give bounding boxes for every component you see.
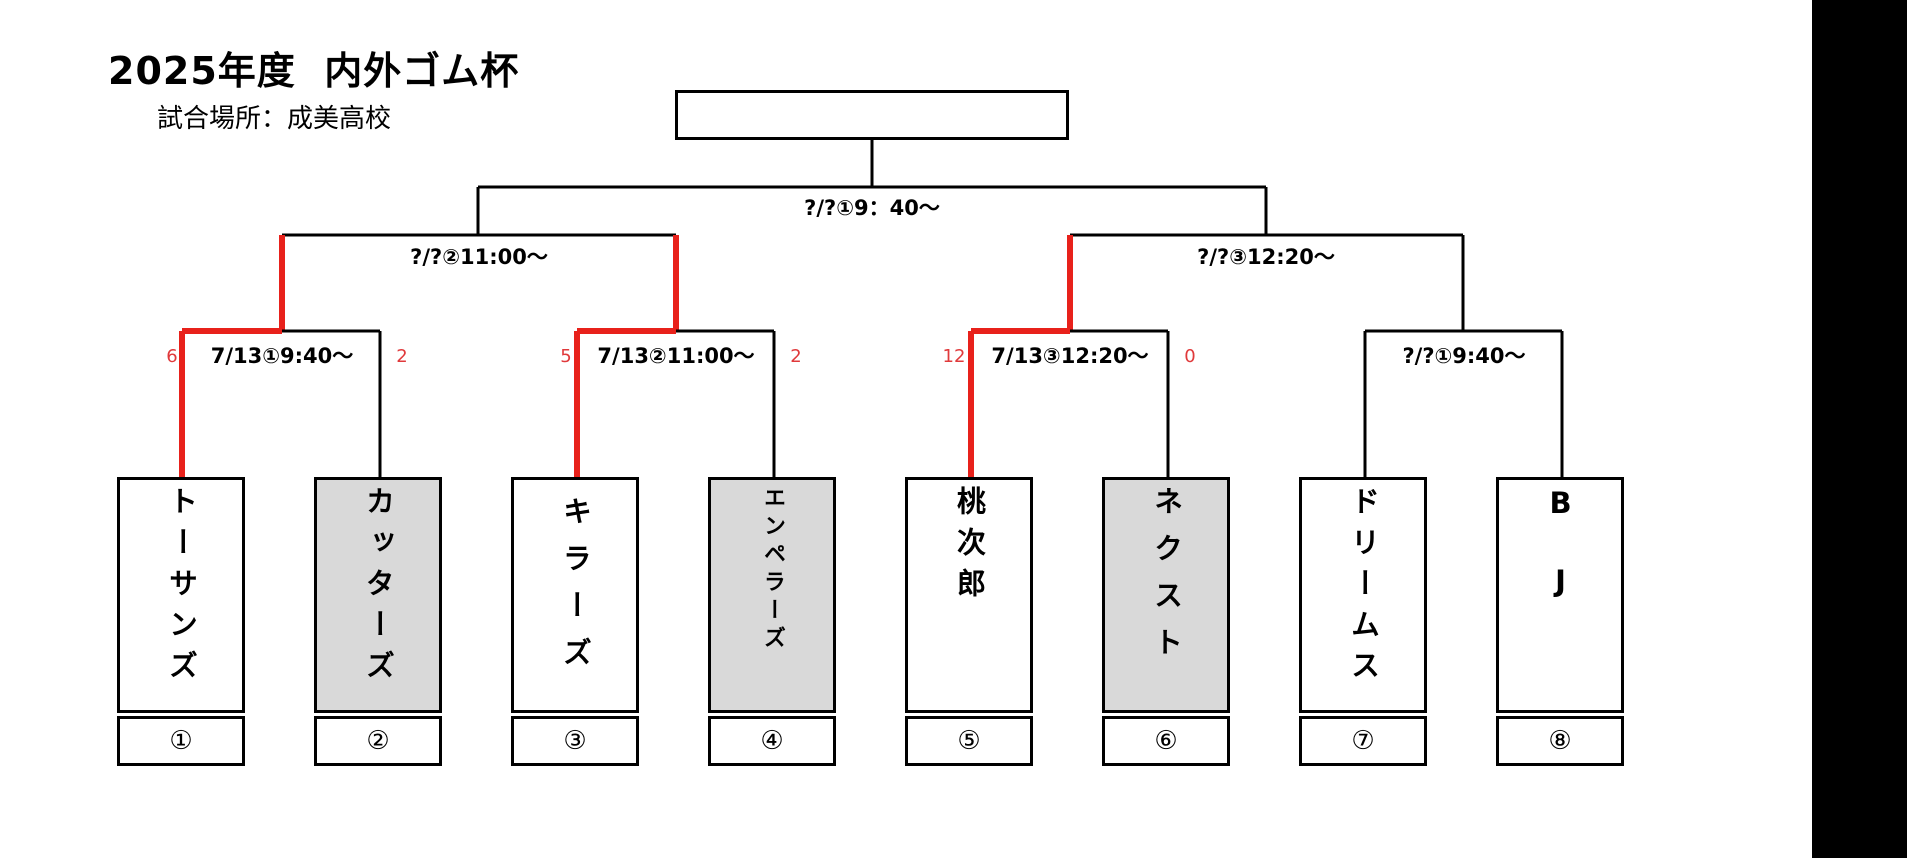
team-box-2: カッターズ [314, 477, 442, 713]
team-number-4: ④ [708, 716, 836, 766]
team-name: トーサンズ [164, 486, 199, 691]
team-number-1: ① [117, 716, 245, 766]
team-box-5: 桃次郎 [905, 477, 1033, 713]
team-number-6: ⑥ [1102, 716, 1230, 766]
team-number-8: ⑧ [1496, 716, 1624, 766]
round1-match-3-label: 7/13③12:20～ [989, 344, 1151, 368]
team-box-6: ネクスト [1102, 477, 1230, 713]
final-label: ?/?①9：40～ [802, 196, 942, 220]
team-name: ネクスト [1149, 486, 1184, 674]
viewer-side-bar [1812, 0, 1907, 858]
score-team-6: 0 [1184, 346, 1196, 367]
bracket-sheet: 2025年度 内外ゴム杯 試合場所：成美高校 [108, 49, 1624, 766]
page-title: 2025年度 内外ゴム杯 [108, 49, 520, 93]
bracket-lines [179, 140, 1564, 478]
score-team-1: 6 [166, 346, 178, 367]
semifinal-1-label: ?/?②11:00～ [408, 245, 550, 269]
semifinal-2-label: ?/?③12:20～ [1195, 245, 1337, 269]
team-number-7: ⑦ [1299, 716, 1427, 766]
team-box-3: キラーズ [511, 477, 639, 713]
team-box-4: エンペラーズ [708, 477, 836, 713]
round1-match-2-label: 7/13②11:00～ [595, 344, 757, 368]
team-name: カッターズ [361, 486, 396, 691]
score-team-3: 5 [560, 346, 572, 367]
round1-match-1-label: 7/13①9:40～ [208, 344, 356, 368]
team-name: 桃次郎 [952, 486, 987, 609]
score-team-4: 2 [790, 346, 802, 367]
team-box-8: BJ [1496, 477, 1624, 713]
team-name: BJ [1543, 486, 1578, 642]
team-box-7: ドリームス [1299, 477, 1427, 713]
team-name: キラーズ [558, 496, 593, 684]
score-team-5: 12 [942, 346, 966, 367]
team-number-3: ③ [511, 716, 639, 766]
score-team-2: 2 [396, 346, 408, 367]
team-name: エンペラーズ [760, 486, 785, 654]
round1-match-4-label: ?/?①9:40～ [1400, 344, 1528, 368]
team-number-2: ② [314, 716, 442, 766]
team-box-1: トーサンズ [117, 477, 245, 713]
venue-label: 試合場所：成美高校 [157, 104, 392, 134]
team-name: ドリームス [1346, 486, 1381, 691]
team-number-5: ⑤ [905, 716, 1033, 766]
champion-box [675, 90, 1069, 140]
